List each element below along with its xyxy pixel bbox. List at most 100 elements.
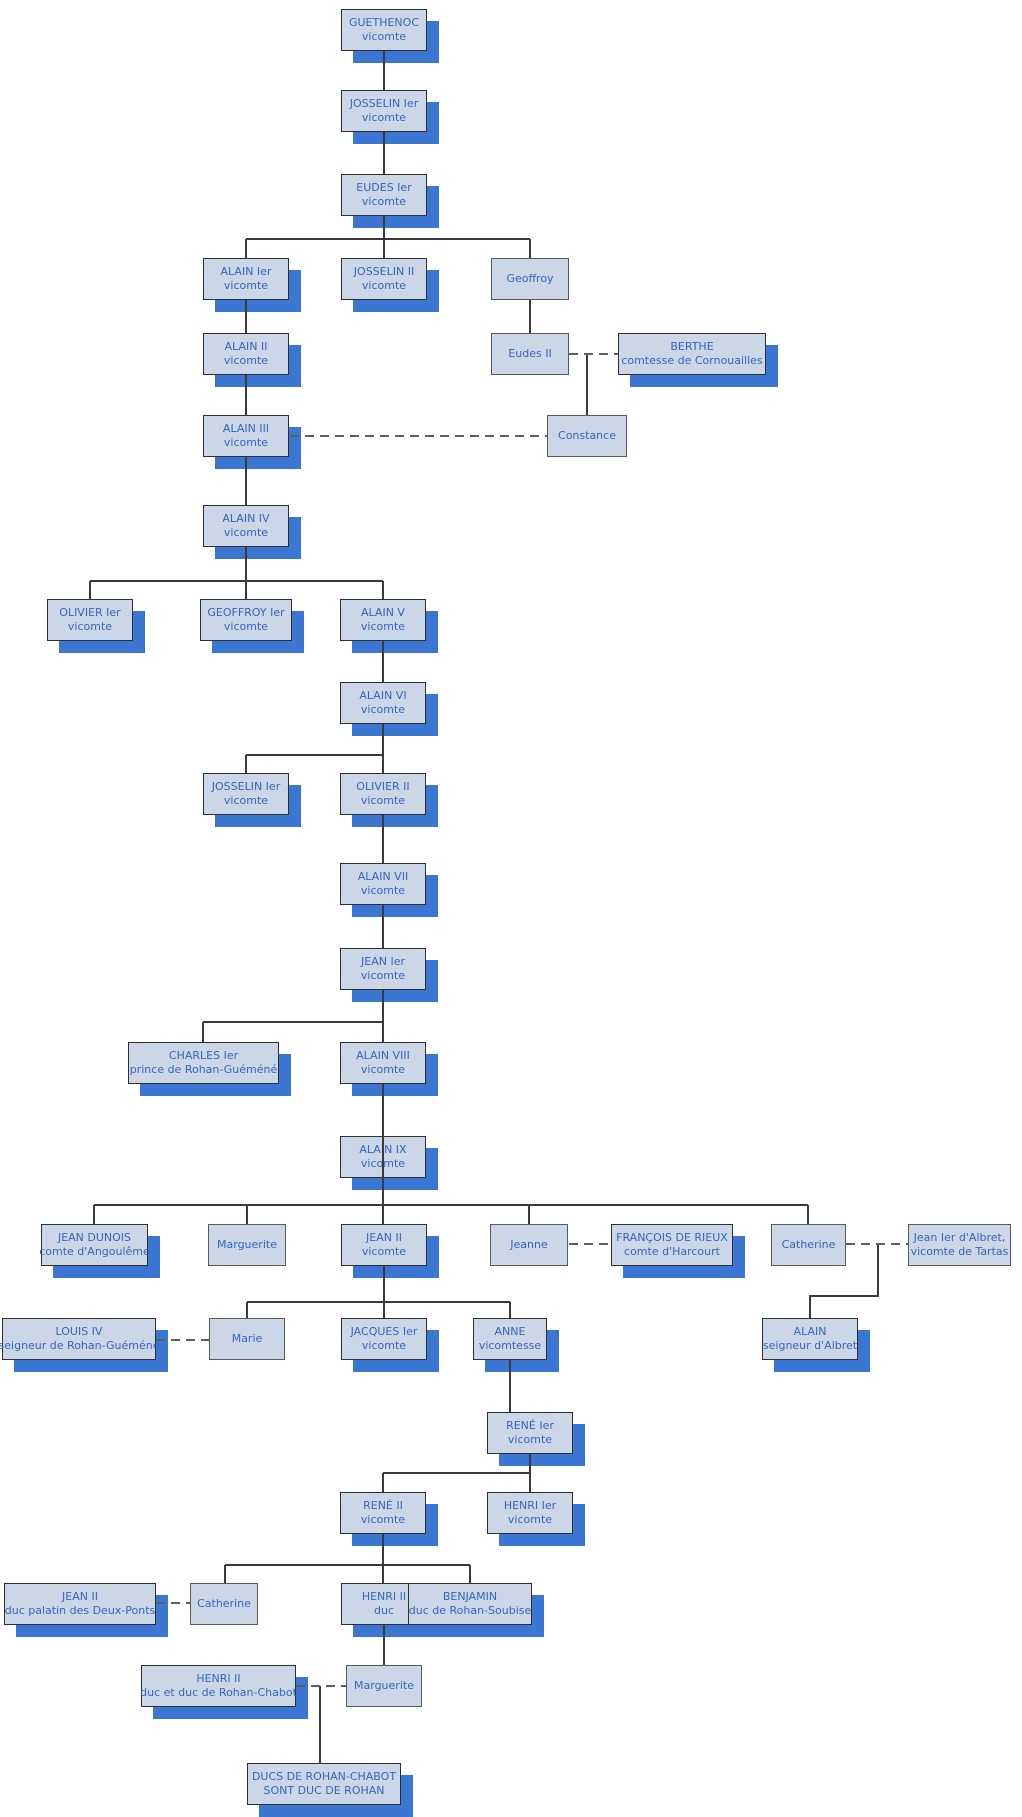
node-label: ALAIN V: [361, 606, 405, 619]
node-label: duc palatin des Deux-Ponts: [4, 1604, 156, 1617]
tree-node-marie: Marie: [209, 1318, 285, 1360]
node-label: Marie: [231, 1332, 263, 1345]
node-label: vicomte: [360, 703, 406, 716]
node-label: JEAN DUNOIS: [57, 1231, 132, 1244]
node-label: ALAIN VIII: [356, 1049, 410, 1062]
node-label: vicomte: [361, 195, 407, 208]
node-label: JEAN Ier: [361, 955, 405, 968]
node-label: vicomte: [223, 354, 269, 367]
node-label: JEAN II: [62, 1590, 98, 1603]
node-label: JEAN II: [366, 1231, 402, 1244]
node-label: vicomte: [223, 279, 269, 292]
node-label: ALAIN: [793, 1325, 827, 1338]
node-label: GEOFFROY Ier: [207, 606, 285, 619]
node-label: ALAIN VII: [357, 870, 409, 883]
node-label: vicomte: [223, 526, 269, 539]
tree-node-constance: Constance: [547, 415, 627, 457]
node-label: EUDES Ier: [356, 181, 412, 194]
node-label: vicomte: [507, 1513, 553, 1526]
node-label: comte d'Angoulême: [39, 1245, 150, 1258]
node-label: duc et duc de Rohan-Chabot: [140, 1686, 297, 1699]
node-label: vicomte: [223, 620, 269, 633]
node-label: HENRI Ier: [503, 1499, 557, 1512]
node-label: ALAIN IX: [359, 1143, 407, 1156]
node-label: vicomte: [361, 1339, 407, 1352]
tree-node-jean-1er-albret: Jean Ier d'Albret,vicomte de Tartas: [908, 1224, 1011, 1266]
node-label: vicomte: [361, 111, 407, 124]
node-label: JACQUES Ier: [350, 1325, 418, 1338]
node-label: vicomte: [361, 30, 407, 43]
node-label: LOUIS IV: [55, 1325, 103, 1338]
node-label: ANNE: [494, 1325, 526, 1338]
node-label: duc: [373, 1604, 394, 1617]
node-label: vicomte: [360, 1063, 406, 1076]
node-label: BERTHE: [670, 340, 714, 353]
node-label: FRANÇOIS DE RIEUX: [616, 1231, 728, 1244]
node-label: seigneur de Rohan-Guéméné: [0, 1339, 160, 1352]
node-label: ALAIN II: [224, 340, 268, 353]
node-label: vicomte: [223, 794, 269, 807]
node-label: vicomte: [360, 794, 406, 807]
node-label: JOSSELIN Ier: [349, 97, 419, 110]
node-label: vicomte: [360, 620, 406, 633]
node-label: vicomte de Tartas: [910, 1245, 1009, 1258]
tree-node-eudes-2: Eudes II: [491, 333, 569, 375]
tree-node-geoffroy: Geoffroy: [491, 258, 569, 300]
node-label: Marguerite: [354, 1679, 414, 1692]
node-label: OLIVIER Ier: [59, 606, 121, 619]
node-label: Jeanne: [510, 1238, 548, 1251]
node-label: duc de Rohan-Soubise: [408, 1604, 532, 1617]
node-label: Eudes II: [508, 347, 552, 360]
node-label: ALAIN VI: [359, 689, 407, 702]
node-label: ALAIN III: [222, 422, 270, 435]
tree-node-catherine-2: Catherine: [190, 1583, 258, 1625]
node-label: JOSSELIN II: [353, 265, 415, 278]
node-label: prince de Rohan-Guéméné: [129, 1063, 278, 1076]
node-label: vicomte: [67, 620, 113, 633]
node-label: vicomte: [360, 1513, 406, 1526]
node-label: comte d'Harcourt: [624, 1245, 720, 1258]
node-label: RENÉ II: [363, 1499, 403, 1512]
node-label: ALAIN Ier: [220, 265, 272, 278]
node-label: GUETHENOC: [348, 16, 420, 29]
node-label: Catherine: [197, 1597, 251, 1610]
node-label: Marguerite: [217, 1238, 277, 1251]
node-label: vicomte: [360, 1157, 406, 1170]
node-label: comtesse de Cornouailles: [621, 354, 763, 367]
node-label: vicomte: [361, 279, 407, 292]
node-label: vicomte: [507, 1433, 553, 1446]
node-label: RENÉ Ier: [506, 1419, 554, 1432]
tree-node-catherine-1: Catherine: [771, 1224, 846, 1266]
node-label: ALAIN IV: [222, 512, 270, 525]
node-label: DUCS DE ROHAN-CHABOT: [251, 1770, 397, 1783]
node-label: vicomte: [361, 1245, 407, 1258]
